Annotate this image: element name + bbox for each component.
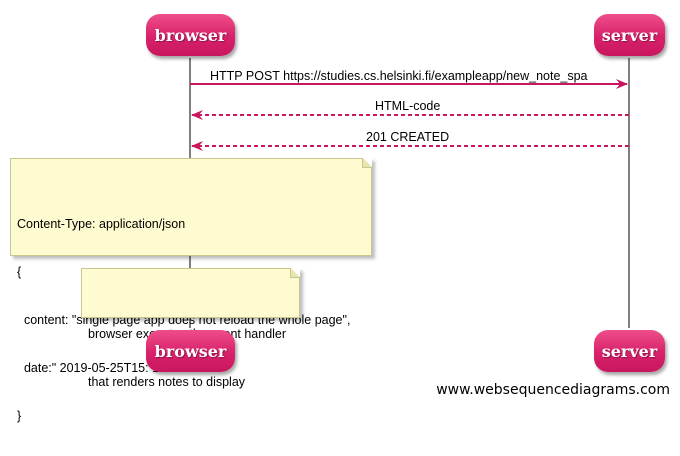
note-json-payload: Content-Type: application/json { content… <box>10 158 372 423</box>
note-fold-corner <box>362 158 372 168</box>
participant-server-bottom: server <box>594 330 665 372</box>
note-line: that renders notes to display <box>88 375 246 389</box>
participant-browser-bottom: browser <box>146 330 235 372</box>
note-event-handler: browser executes the event handler that … <box>81 268 300 389</box>
note-line: } <box>17 409 22 423</box>
message-label-http-post: HTTP POST https://studies.cs.helsinki.fi… <box>210 69 588 83</box>
participant-server-label: server <box>601 341 658 361</box>
note-fold-corner <box>290 268 300 278</box>
message-label-201-created: 201 CREATED <box>366 130 450 144</box>
participant-server-top: server <box>594 14 665 56</box>
participant-browser-label: browser <box>154 341 227 361</box>
sequence-diagram: browser server HTTP POST https://studies… <box>10 14 670 423</box>
note-line: Content-Type: application/json <box>17 217 186 231</box>
participant-browser-label: browser <box>154 25 227 45</box>
note-line: { <box>17 265 22 279</box>
watermark-text[interactable]: www.websequencediagrams.com <box>436 382 670 398</box>
participant-server-label: server <box>601 25 658 45</box>
message-label-html-code: HTML-code <box>375 99 441 113</box>
participant-browser-top: browser <box>146 14 235 56</box>
diagram-lines <box>189 58 630 328</box>
